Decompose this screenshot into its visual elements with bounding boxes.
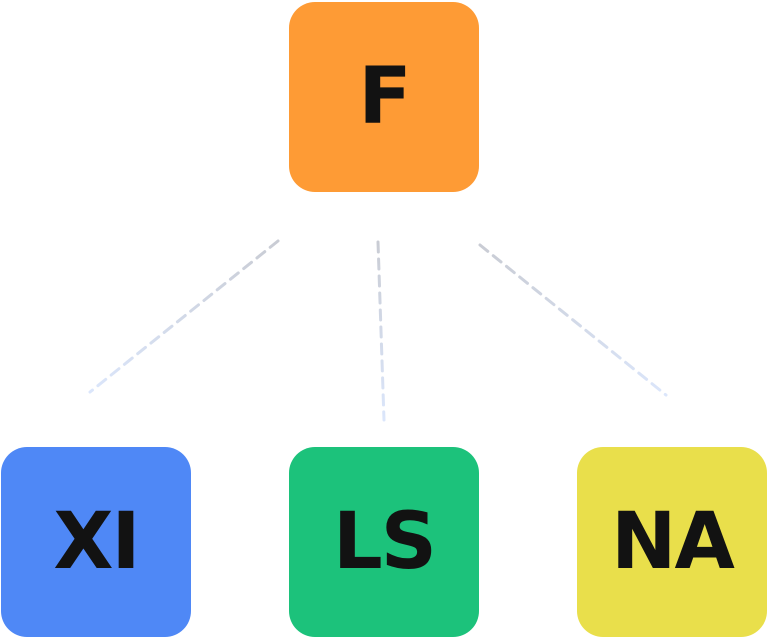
root-node: F	[289, 2, 479, 192]
child-node-xi: XI	[1, 447, 191, 637]
connector-left	[88, 239, 280, 394]
connector-middle	[376, 240, 386, 422]
child-node-na: NA	[577, 447, 767, 637]
child-node-ls: LS	[289, 447, 479, 637]
connector-right	[478, 243, 668, 397]
